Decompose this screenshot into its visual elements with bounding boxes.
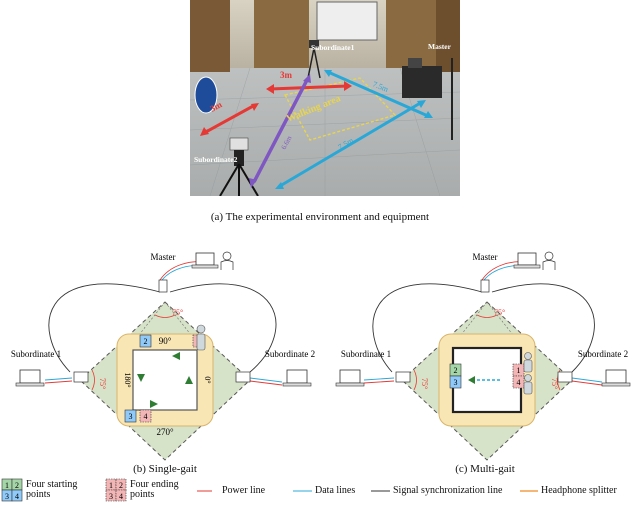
multi-gait-panel: 2 1 4 3 75° 75° 75° Master Subordinate 1… — [320, 240, 640, 475]
single-cell-4: 4 — [144, 412, 148, 421]
single-master-label: Master — [151, 252, 176, 262]
single-angle-bottom: 270° — [156, 427, 174, 437]
photo-caption: (a) The experimental environment and equ… — [210, 211, 430, 223]
single-sub2-label: Subordinate 2 — [265, 349, 315, 359]
multi-sub1-label: Subordinate 1 — [341, 349, 391, 359]
multi-cell-4: 4 — [517, 378, 521, 387]
single-sub1-label: Subordinate 1 — [11, 349, 61, 359]
legend-start-cell-1: 1 — [5, 481, 9, 490]
legend-start-cell-3: 3 — [5, 492, 9, 501]
single-cell-2: 2 — [144, 337, 148, 346]
photo-dim-3m-top: 3m — [280, 70, 293, 80]
single-beam-left: 75° — [98, 378, 107, 389]
legend-graphics: 1 2 3 4 1 2 3 4 — [1, 478, 538, 502]
experiment-photo: Subordinate1 Master Subordinate2 3m 3m 7… — [189, 0, 461, 197]
legend: 1 2 3 4 1 2 3 4 Four starting points Fou… — [0, 478, 640, 504]
multi-gait-caption: (c) Multi-gait — [455, 463, 515, 475]
single-cell-3: 3 — [129, 412, 133, 421]
legend-start-cell-4: 4 — [15, 492, 19, 501]
legend-sync-label: Signal synchronization line — [393, 485, 503, 496]
legend-end-cell-3: 3 — [109, 492, 113, 501]
single-beam-top: 75° — [172, 308, 183, 317]
photo-label-subordinate2: Subordinate2 — [194, 155, 238, 164]
legend-data-label: Data lines — [315, 485, 356, 496]
single-gait-panel: 2 1 4 3 90° 270° 180° 0° 75° 75° Master … — [0, 240, 330, 475]
multi-master-label: Master — [473, 252, 498, 262]
multi-cell-2: 2 — [454, 366, 458, 375]
single-gait-diagram: 2 1 4 3 90° 270° 180° 0° 75° 75° Master … — [11, 251, 315, 461]
legend-end-cell-2: 2 — [119, 481, 123, 490]
multi-beam-left: 75° — [420, 378, 429, 389]
photo-label-subordinate1: Subordinate1 — [311, 43, 355, 52]
multi-sub2-label: Subordinate 2 — [578, 349, 628, 359]
multi-beam-top: 75° — [494, 308, 505, 317]
multi-beam-right: 75° — [550, 378, 559, 389]
photo-label-master: Master — [428, 42, 452, 51]
multi-cell-1: 1 — [517, 366, 521, 375]
legend-end-cell-1: 1 — [109, 481, 113, 490]
legend-starting-label: Four starting points — [26, 479, 78, 500]
single-gait-caption: (b) Single-gait — [133, 463, 197, 475]
legend-start-cell-2: 2 — [15, 481, 19, 490]
multi-gait-diagram: 2 1 4 3 75° 75° 75° Master Subordinate 1… — [335, 251, 631, 461]
single-angle-right: 0° — [203, 376, 212, 383]
legend-end-cell-4: 4 — [119, 492, 123, 501]
legend-power-label: Power line — [222, 485, 266, 496]
single-angle-top: 90° — [159, 336, 172, 346]
legend-splitter-label: Headphone splitter — [541, 485, 617, 496]
multi-cell-3: 3 — [454, 378, 458, 387]
legend-ending-label: Four ending points — [130, 479, 179, 500]
single-angle-left: 180° — [123, 372, 132, 387]
photo-panel: Subordinate1 Master Subordinate2 3m 3m 7… — [189, 0, 461, 197]
